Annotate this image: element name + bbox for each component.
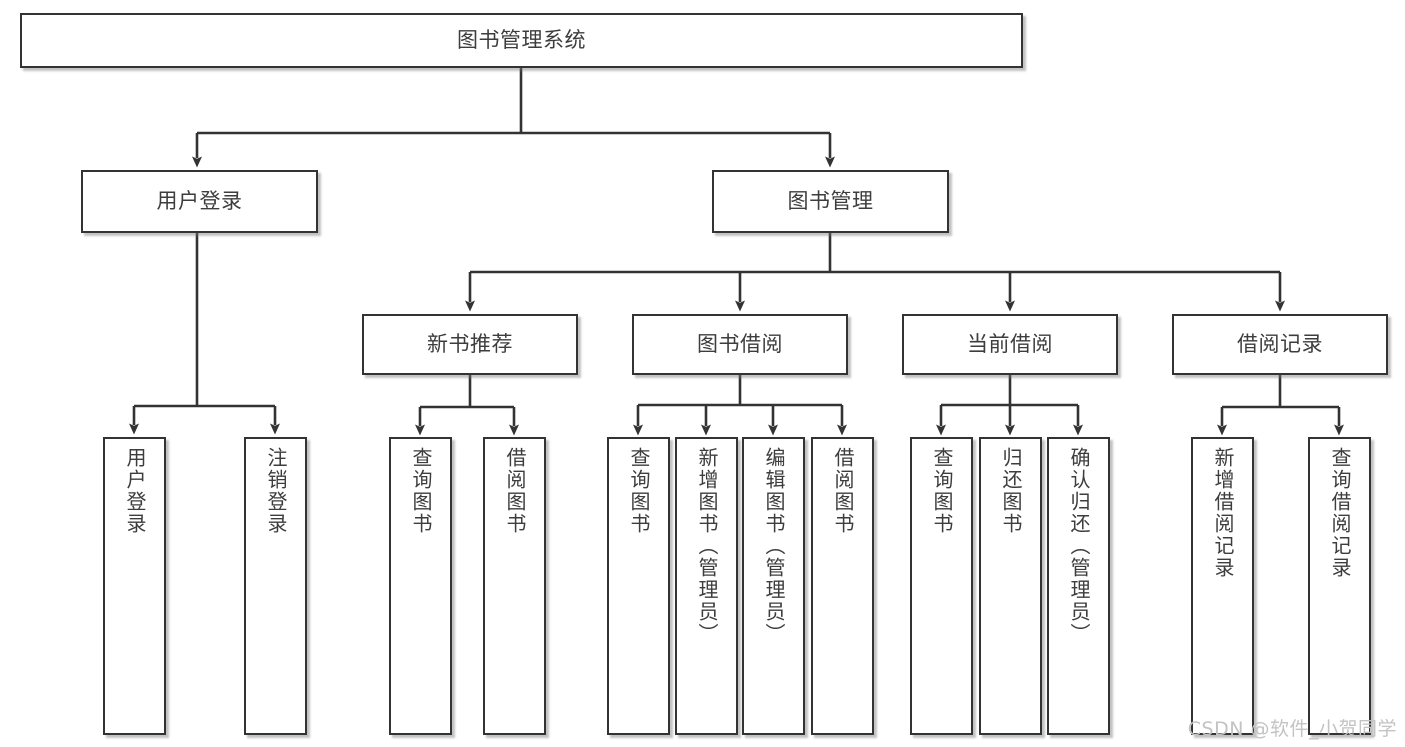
node-leaf-add-record[interactable]: 新增借阅记录 xyxy=(1191,437,1254,735)
node-leaf-user-logout-label: 注销登录 xyxy=(264,447,288,535)
node-leaf-confirm-return[interactable]: 确认归还（管理员） xyxy=(1047,437,1110,735)
node-book-borrow[interactable]: 图书借阅 xyxy=(632,314,848,375)
node-leaf-query-book-3-label: 查询图书 xyxy=(930,447,954,535)
node-leaf-borrow-book-2[interactable]: 借阅图书 xyxy=(811,437,874,735)
node-leaf-add-record-label: 新增借阅记录 xyxy=(1211,447,1235,579)
node-leaf-user-login[interactable]: 用户登录 xyxy=(103,437,166,735)
node-leaf-add-book[interactable]: 新增图书（管理员） xyxy=(675,437,738,735)
node-current-borrow-label: 当前借阅 xyxy=(967,332,1053,357)
node-user-login[interactable]: 用户登录 xyxy=(81,170,318,233)
node-book-manage[interactable]: 图书管理 xyxy=(712,170,949,233)
node-leaf-confirm-return-label: 确认归还（管理员） xyxy=(1067,447,1091,645)
node-leaf-user-logout[interactable]: 注销登录 xyxy=(244,437,307,735)
node-book-borrow-label: 图书借阅 xyxy=(697,332,783,357)
node-leaf-borrow-book-2-label: 借阅图书 xyxy=(831,447,855,535)
node-borrow-record[interactable]: 借阅记录 xyxy=(1172,314,1388,375)
node-current-borrow[interactable]: 当前借阅 xyxy=(902,314,1118,375)
node-user-login-label: 用户登录 xyxy=(156,189,243,214)
node-leaf-edit-book[interactable]: 编辑图书（管理员） xyxy=(742,437,805,735)
node-leaf-borrow-book-1[interactable]: 借阅图书 xyxy=(483,437,546,735)
node-leaf-query-book-1-label: 查询图书 xyxy=(409,447,433,535)
node-new-book-recommend[interactable]: 新书推荐 xyxy=(362,314,578,375)
node-root-label: 图书管理系统 xyxy=(457,28,586,53)
node-borrow-record-label: 借阅记录 xyxy=(1237,332,1323,357)
node-leaf-user-login-label: 用户登录 xyxy=(123,447,147,535)
node-leaf-return-book-label: 归还图书 xyxy=(999,447,1023,535)
node-leaf-query-book-2-label: 查询图书 xyxy=(627,447,651,535)
node-leaf-return-book[interactable]: 归还图书 xyxy=(979,437,1042,735)
watermark: CSDN @软件_小贺同学 xyxy=(1187,718,1397,740)
node-leaf-query-record-label: 查询借阅记录 xyxy=(1328,447,1352,579)
node-leaf-add-book-label: 新增图书（管理员） xyxy=(695,447,719,645)
node-leaf-edit-book-label: 编辑图书（管理员） xyxy=(762,447,786,645)
node-leaf-borrow-book-1-label: 借阅图书 xyxy=(503,447,527,535)
node-book-manage-label: 图书管理 xyxy=(787,189,874,214)
node-leaf-query-record[interactable]: 查询借阅记录 xyxy=(1308,437,1371,735)
node-leaf-query-book-3[interactable]: 查询图书 xyxy=(910,437,973,735)
node-root[interactable]: 图书管理系统 xyxy=(20,13,1023,68)
node-leaf-query-book-2[interactable]: 查询图书 xyxy=(607,437,670,735)
node-leaf-query-book-1[interactable]: 查询图书 xyxy=(389,437,452,735)
node-new-book-recommend-label: 新书推荐 xyxy=(427,332,513,357)
